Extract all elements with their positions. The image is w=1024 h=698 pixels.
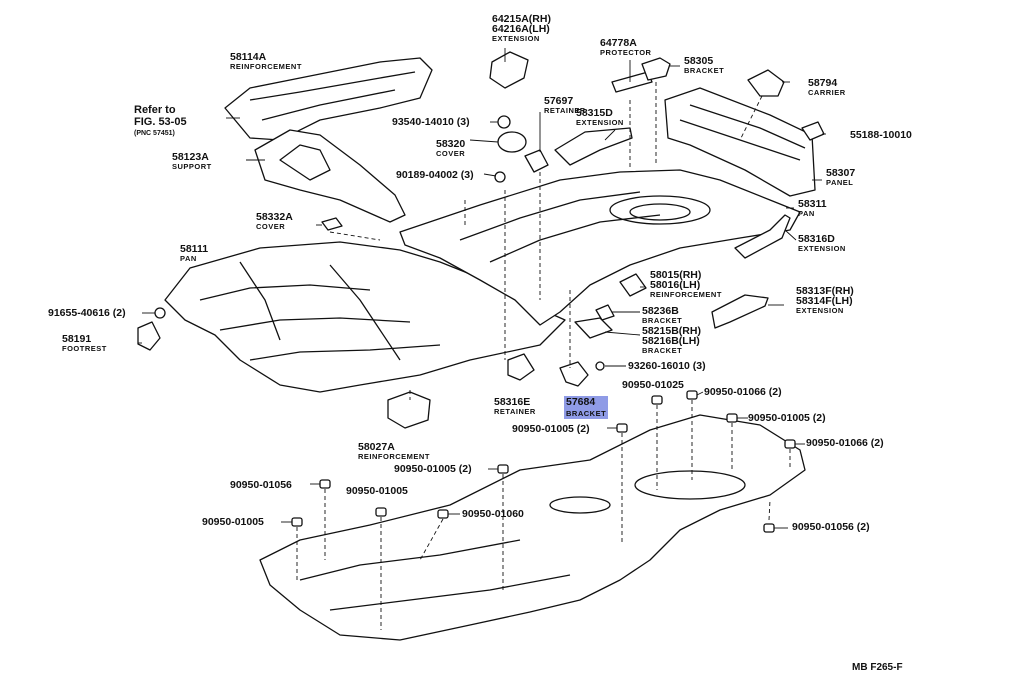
reference-line1: Refer to — [134, 104, 176, 116]
cover-58332a-shape — [321, 217, 343, 231]
retainer-57697-shape — [524, 149, 549, 173]
bracket-58305-shape — [641, 57, 671, 81]
plug-90950-01056-b-shape — [763, 523, 775, 533]
label-90950-01056-a[interactable]: 90950-01056 — [230, 479, 292, 491]
label-57697[interactable]: 57697 RETAINER — [544, 95, 586, 115]
cover-58320-shape — [497, 131, 527, 153]
extension-64215a-shape — [489, 51, 529, 89]
label-90950-01066-b[interactable]: 90950-01066 (2) — [806, 437, 884, 449]
bolt-93260-shape — [595, 361, 605, 371]
rear-panel-58307 — [664, 87, 816, 197]
label-90950-01005-a[interactable]: 90950-01005 (2) — [748, 412, 826, 424]
label-90950-01025[interactable]: 90950-01025 — [622, 379, 684, 391]
extension-58315d-shape — [554, 127, 633, 166]
label-58027a[interactable]: 58027A REINFORCEMENT — [358, 441, 430, 461]
label-58114a[interactable]: 58114A REINFORCEMENT — [230, 51, 302, 71]
label-58111[interactable]: 58111 PAN — [180, 243, 209, 263]
label-90950-01005-e[interactable]: 90950-01005 — [202, 516, 264, 528]
label-58015[interactable]: 58015(RH) 58016(LH) REINFORCEMENT — [650, 269, 722, 299]
plug-90950-01005-a-shape — [726, 413, 738, 423]
label-58311[interactable]: 58311 PAN — [798, 198, 827, 218]
label-58307[interactable]: 58307 PANEL — [826, 167, 856, 187]
label-58236b[interactable]: 58236B BRACKET — [642, 305, 683, 325]
figure-reference: Refer to FIG. 53-05 (PNC 57451) — [134, 104, 187, 140]
label-93540-14010[interactable]: 93540-14010 (3) — [392, 116, 470, 128]
label-64778a[interactable]: 64778A PROTECTOR — [600, 37, 652, 57]
label-58215b[interactable]: 58215B(RH) 58216B(LH) BRACKET — [642, 325, 701, 355]
label-90950-01005-d[interactable]: 90950-01005 — [346, 485, 408, 497]
bracket-57684-shape — [559, 361, 589, 387]
label-58191[interactable]: 58191 FOOTREST — [62, 333, 107, 353]
plug-90950-01005-b-shape — [616, 423, 628, 433]
clip-93540-shape — [497, 115, 511, 129]
label-58316d[interactable]: 58316D EXTENSION — [798, 233, 846, 253]
label-58320[interactable]: 58320 COVER — [436, 138, 466, 158]
label-55188-10010[interactable]: 55188-10010 — [850, 129, 912, 141]
nut-90189-shape — [494, 171, 506, 183]
label-58315d[interactable]: 58315D EXTENSION — [576, 107, 624, 127]
plug-90950-01005-e-shape — [291, 517, 303, 527]
label-90950-01060[interactable]: 90950-01060 — [462, 508, 524, 520]
diagram-code: MB F265-F — [852, 662, 903, 673]
plug-90950-01066-a-shape — [686, 390, 698, 400]
lower-floor-outline — [259, 414, 806, 641]
label-58305[interactable]: 58305 BRACKET — [684, 55, 725, 75]
label-90950-01005-c[interactable]: 90950-01005 (2) — [394, 463, 472, 475]
extension-58316d-shape — [734, 214, 791, 259]
plug-90950-01025-shape — [651, 395, 663, 405]
label-58123a[interactable]: 58123A SUPPORT — [172, 151, 212, 171]
label-91655-40616[interactable]: 91655-40616 (2) — [48, 307, 126, 319]
extension-58313f-shape — [711, 294, 769, 329]
footrest-58191-shape — [137, 321, 161, 351]
label-58794[interactable]: 58794 CARRIER — [808, 77, 846, 97]
center-tunnel — [399, 169, 801, 326]
reinforcement-58027a-shape — [387, 391, 431, 429]
plug-90950-01066-b-shape — [784, 439, 796, 449]
plug-90950-01005-c-shape — [497, 464, 509, 474]
label-58313f[interactable]: 58313F(RH) 58314F(LH) EXTENSION — [796, 285, 854, 315]
label-58332a[interactable]: 58332A COVER — [256, 211, 293, 231]
bolt-91655-shape — [154, 307, 166, 319]
label-58316e[interactable]: 58316E RETAINER — [494, 396, 536, 416]
reference-line3: (PNC 57451) — [134, 130, 175, 137]
support-58123a-shape — [254, 129, 406, 223]
reinforcement-58015-shape — [619, 273, 647, 297]
bracket-58236b-shape — [595, 304, 615, 321]
plug-90950-01056-a-shape — [319, 479, 331, 489]
label-90950-01005-b[interactable]: 90950-01005 (2) — [512, 423, 590, 435]
protector-64778a-shape — [611, 71, 653, 93]
plug-90950-01060-shape — [437, 509, 449, 519]
label-90189-04002[interactable]: 90189-04002 (3) — [396, 169, 474, 181]
plug-90950-01005-d-shape — [375, 507, 387, 517]
label-90950-01066-a[interactable]: 90950-01066 (2) — [704, 386, 782, 398]
label-64215a[interactable]: 64215A(RH) 64216A(LH) EXTENSION — [492, 13, 551, 43]
label-90950-01056-b[interactable]: 90950-01056 (2) — [792, 521, 870, 533]
retainer-58316e-shape — [507, 353, 535, 381]
bracket-58215b-shape — [574, 317, 613, 339]
label-57684[interactable]: 57684 BRACKET — [564, 396, 609, 419]
label-93260-16010[interactable]: 93260-16010 (3) — [628, 360, 706, 372]
front-floor-pan-58111 — [164, 241, 566, 393]
carrier-58794-shape — [747, 69, 785, 97]
reference-line2: FIG. 53-05 — [134, 116, 187, 128]
